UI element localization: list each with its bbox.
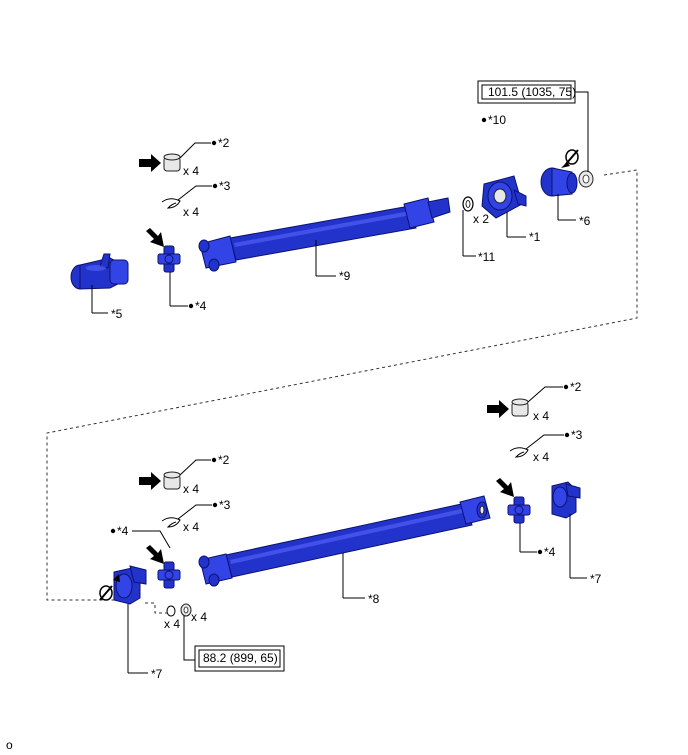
companion-flange-part bbox=[540, 167, 578, 197]
snap-ring-part bbox=[161, 198, 181, 209]
arrow-icon bbox=[496, 478, 514, 497]
callout-6: *6 bbox=[579, 214, 591, 228]
wrench-tool-icon bbox=[561, 149, 579, 168]
assembly-boundary-line-lower bbox=[145, 602, 175, 614]
callout-2a: *2 bbox=[218, 136, 230, 150]
torque-spec-lower: 88.2 (899, 65) bbox=[203, 651, 278, 665]
callout-4a: *4 bbox=[195, 299, 207, 313]
front-propeller-shaft-part bbox=[198, 197, 451, 272]
callout-3c: *3 bbox=[219, 498, 231, 512]
qty-1: x 4 bbox=[183, 164, 199, 178]
qty-2: x 4 bbox=[183, 205, 199, 219]
center-bearing-part bbox=[481, 175, 527, 219]
torque-spec-upper: 101.5 (1035, 75) bbox=[488, 85, 576, 99]
qty-8: x 4 bbox=[164, 617, 180, 631]
qty-5: x 4 bbox=[533, 450, 549, 464]
arrow-icon bbox=[487, 400, 509, 418]
snap-ring-part bbox=[509, 447, 529, 458]
arrow-icon bbox=[146, 545, 164, 564]
qty-3: x 2 bbox=[473, 212, 489, 226]
callout-5: *5 bbox=[111, 307, 123, 321]
callout-7a: *7 bbox=[151, 667, 163, 681]
callout-4c: *4 bbox=[544, 545, 556, 559]
rear-propeller-shaft-part bbox=[198, 495, 491, 587]
qty-9: x 4 bbox=[191, 610, 207, 624]
bullet-dot bbox=[188, 303, 194, 309]
bearing-cap-part bbox=[163, 153, 181, 172]
bearing-cap-part bbox=[163, 471, 181, 490]
arrow-icon bbox=[146, 228, 164, 247]
arrow-icon bbox=[139, 472, 161, 490]
qty-4: x 4 bbox=[533, 409, 549, 423]
callout-9: *9 bbox=[339, 269, 351, 283]
callout-2b: *2 bbox=[570, 380, 582, 394]
callout-3a: *3 bbox=[219, 179, 231, 193]
flange-yoke-part bbox=[113, 565, 147, 605]
flange-yoke-part bbox=[70, 253, 129, 290]
assembly-boundary-line bbox=[46, 169, 638, 601]
washer-part bbox=[166, 605, 176, 617]
qty-7: x 4 bbox=[183, 520, 199, 534]
qty-6: x 4 bbox=[183, 482, 199, 496]
spider-part bbox=[157, 561, 181, 589]
figure-code: o bbox=[6, 738, 13, 752]
spider-part bbox=[507, 496, 531, 524]
callout-8: *8 bbox=[368, 592, 380, 606]
callout-3b: *3 bbox=[571, 428, 583, 442]
bearing-cap-part bbox=[511, 398, 529, 417]
callout-11: *11 bbox=[478, 250, 495, 264]
snap-ring-part bbox=[161, 517, 181, 528]
slip-yoke-part bbox=[551, 481, 581, 519]
callout-2c: *2 bbox=[218, 453, 230, 467]
spider-part bbox=[157, 245, 181, 273]
callout-1: *1 bbox=[529, 230, 541, 244]
arrow-icon bbox=[139, 154, 161, 172]
wrench-tool-icon bbox=[99, 574, 120, 601]
callout-4b: *4 bbox=[117, 524, 129, 538]
callout-10: *10 bbox=[488, 113, 506, 127]
callout-7b: *7 bbox=[590, 572, 602, 586]
